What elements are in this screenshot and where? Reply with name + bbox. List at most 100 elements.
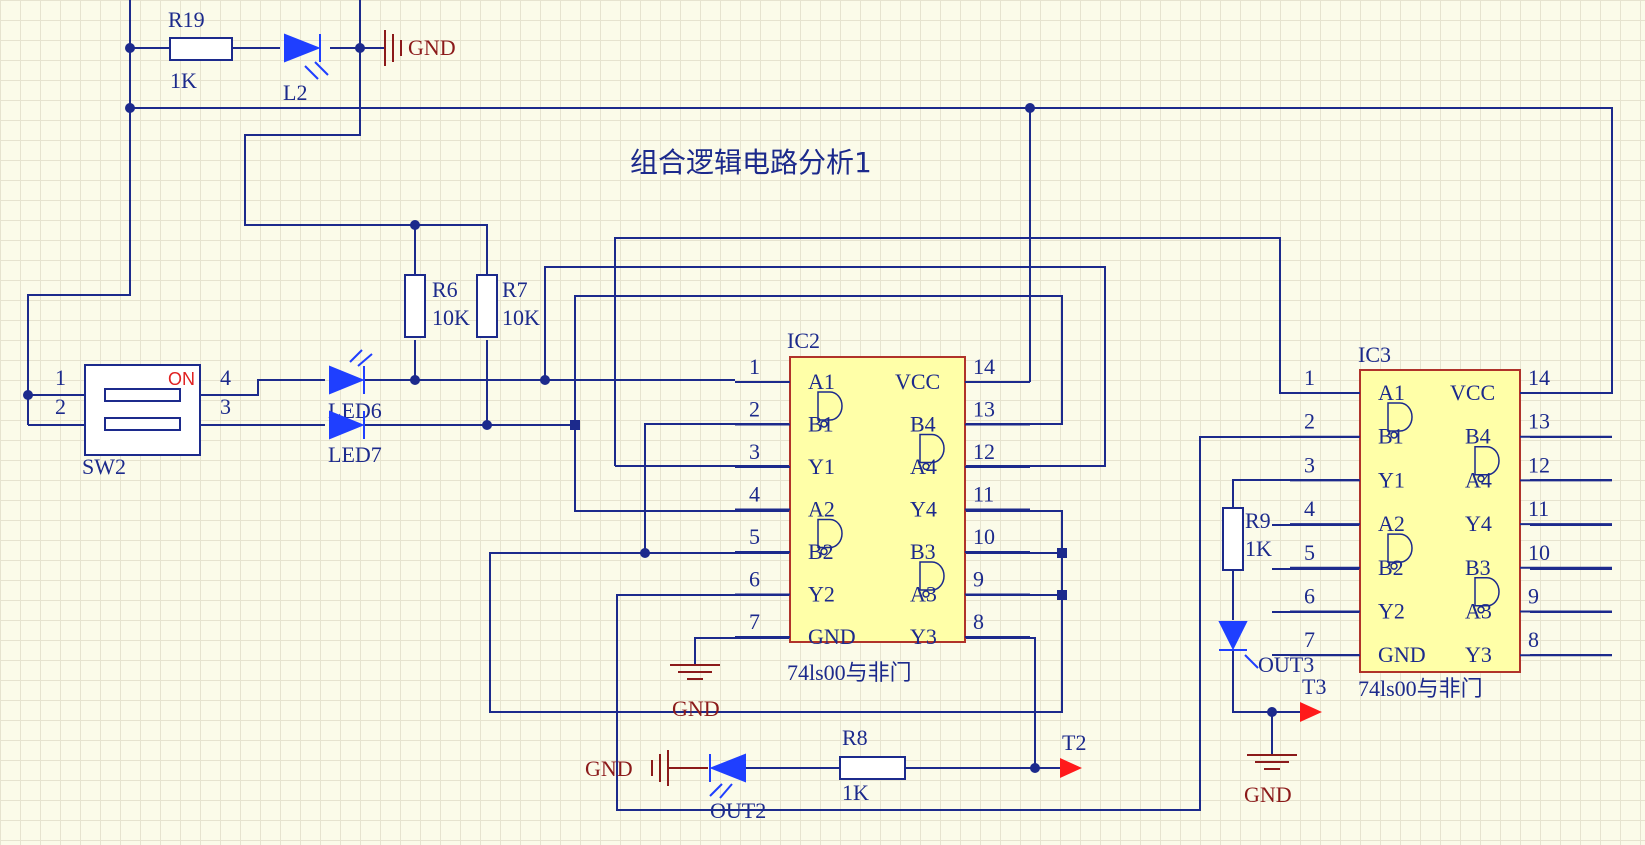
t3-ref: T3 [1302, 674, 1326, 699]
ic3-nand-gate-icon [1387, 402, 1413, 432]
r9-resistor: R9 1K [1222, 507, 1272, 571]
ic2-pin-num-left: 4 [749, 482, 760, 507]
ic2-nand-gate-icon [919, 433, 945, 464]
out2-ref: OUT2 [710, 798, 766, 823]
ic3-pin-label-right: Y3 [1465, 642, 1492, 667]
ic3-pin-label-right: Y4 [1465, 511, 1492, 536]
r6-value: 10K [432, 305, 470, 330]
ic2-pin-num-right: 11 [973, 482, 994, 507]
ic2-pin-num-right: 13 [973, 397, 995, 422]
led6-icon: LED6 [328, 349, 382, 423]
ic3-pin-label-left: GND [1378, 642, 1426, 667]
ic2-pin-num-right: 14 [973, 354, 995, 379]
sw2-pin-2: 2 [55, 394, 66, 419]
ic3-pin-num-left: 2 [1304, 409, 1315, 434]
ic2-pin-num-right: 10 [973, 524, 995, 549]
ic3-nand-bubble-icon [1390, 562, 1398, 570]
ic2-pin-label-left: Y1 [808, 454, 835, 479]
gnd-symbol-ic3: GND [1244, 754, 1297, 807]
ic2-nand-gate-icon [919, 561, 945, 591]
ic2-pin-label-left: A2 [808, 497, 835, 522]
r7-resistor: R7 10K [476, 274, 540, 338]
ic2-pin-label-right: B4 [910, 412, 936, 437]
ic3-pin-label-left: A1 [1378, 380, 1405, 405]
ic2-pin-label-right: Y4 [910, 497, 937, 522]
ic2-nand-bubble-icon [820, 420, 828, 428]
ic2-pin-label-right: B3 [910, 539, 936, 564]
led7-icon: LED7 [328, 410, 382, 467]
gnd-symbol-ic2: GND [670, 664, 720, 721]
ic2-pin-num-left: 1 [749, 354, 760, 379]
ic2-nand-gate-icon [817, 518, 843, 549]
ic2-nand-gate-icon [817, 391, 843, 421]
sw2-pin-4: 4 [220, 365, 231, 390]
ic3-pin-num-left: 5 [1304, 540, 1315, 565]
ic2-pin-label-left: Y2 [808, 582, 835, 607]
ic2-pin-num-left: 6 [749, 567, 760, 592]
sw2-pin-3: 3 [220, 394, 231, 419]
l2-ref: L2 [283, 80, 307, 105]
ic3-pin-label-left: A2 [1378, 511, 1405, 536]
out3-ref: OUT3 [1258, 652, 1314, 677]
ic3-pin-label-right: B3 [1465, 555, 1491, 580]
ic3-part: 74ls00与非门 [1358, 676, 1483, 701]
ic3-pin-label-left: Y2 [1378, 599, 1405, 624]
ic3-nand-bubble-icon [1477, 606, 1485, 614]
r6-ref: R6 [432, 277, 458, 302]
r19-resistor: R19 1K [168, 7, 233, 93]
r19-ref: R19 [168, 7, 205, 32]
gnd-symbol-out2: GND [585, 750, 708, 786]
l2-led-icon: L2 [283, 33, 329, 105]
t2-ref: T2 [1062, 730, 1086, 755]
gnd-label-out2: GND [585, 756, 633, 781]
r9-value: 1K [1245, 536, 1272, 561]
ic3-pin-num-right: 12 [1528, 452, 1550, 477]
ic3-pin-num-left: 6 [1304, 584, 1315, 609]
sw2-ref: SW2 [82, 454, 126, 479]
ic3-nand-bubble-icon [1390, 431, 1398, 439]
ic2-pin-num-right: 8 [973, 609, 984, 634]
ic2-pin-num-left: 2 [749, 397, 760, 422]
ic3-pin-num-right: 8 [1528, 627, 1539, 652]
ic2-part: 74ls00与非门 [787, 660, 912, 685]
ic3-nand-gate-icon [1474, 577, 1500, 607]
sw2-switch: ON 1 2 4 3 SW2 [55, 364, 231, 479]
ic3-pin-label-left: Y1 [1378, 467, 1405, 492]
gnd-label-ic2: GND [672, 696, 720, 721]
ic3-nand-gate-icon [1474, 445, 1500, 476]
ic3-nand-bubble-icon [1477, 474, 1485, 483]
ic2-pin-label-left: GND [808, 624, 856, 649]
out3-led-icon: OUT3 [1218, 621, 1314, 677]
gnd-symbol-top: GND [384, 30, 456, 66]
ic2-nand-bubble-icon [820, 547, 828, 556]
ic3-ref: IC3 [1358, 342, 1391, 367]
r8-resistor: R8 1K [839, 725, 906, 805]
ic3-pin-num-left: 3 [1304, 452, 1315, 477]
ic3-pin-num-left: 7 [1304, 627, 1315, 652]
gnd-label-top: GND [408, 35, 456, 60]
ic3-pin-num-right: 14 [1528, 365, 1550, 390]
ic3-nand-gate-icon [1387, 533, 1413, 563]
ic2-pin-label-right: VCC [895, 369, 940, 394]
t2-port: T2 [1060, 730, 1086, 778]
ic3-pin-label-right: VCC [1450, 380, 1495, 405]
ic3-pin-num-right: 10 [1528, 540, 1550, 565]
out2-led-icon: OUT2 [709, 753, 766, 823]
ic3-pin-num-left: 4 [1304, 496, 1315, 521]
ic3-pin-num-left: 1 [1304, 365, 1315, 390]
ic2-nand-bubble-icon [922, 462, 930, 471]
diagram-title: 组合逻辑电路分析1 [630, 146, 872, 179]
ic2-pin-label-left: A1 [808, 369, 835, 394]
r6-resistor: R6 10K [404, 274, 470, 338]
r7-ref: R7 [502, 277, 528, 302]
ic3-pin-num-right: 9 [1528, 584, 1539, 609]
ic2-pin-num-right: 12 [973, 439, 995, 464]
gnd-label-ic3: GND [1244, 782, 1292, 807]
ic2-nand-bubble-icon [922, 590, 930, 598]
r7-value: 10K [502, 305, 540, 330]
r9-ref: R9 [1245, 508, 1271, 533]
